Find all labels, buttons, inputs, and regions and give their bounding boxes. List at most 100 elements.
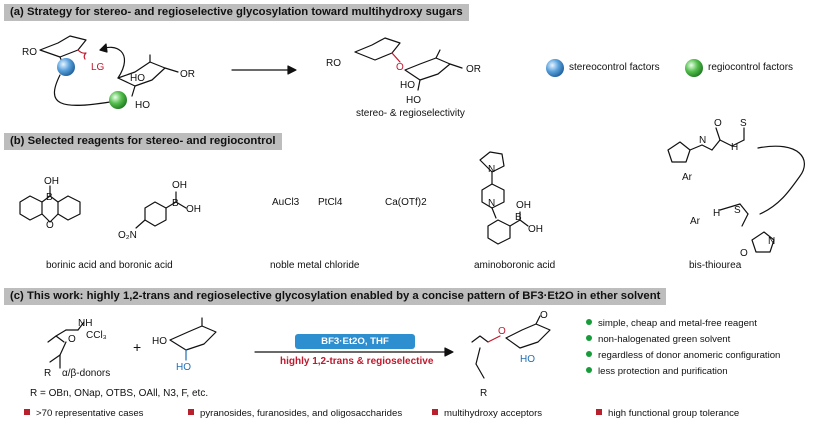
svg-text:HO: HO [130,73,145,84]
svg-text:O: O [540,310,548,321]
regio-legend-ball [685,59,703,77]
panel-a-header-text: (a) Strategy for stereo- and regioselect… [10,6,463,18]
stereo-legend-ball [546,59,564,77]
feature-text: pyranosides, furanosides, and oligosacch… [200,408,403,419]
svg-text:B: B [172,198,179,209]
svg-text:O: O [46,220,54,231]
bullet-item: regardless of donor anomeric configurati… [586,350,780,361]
svg-text:OH: OH [186,204,201,215]
stereo-ball [57,58,75,76]
svg-text:H: H [731,142,738,153]
reagent-box: BF3·Et2O, THF [295,334,415,349]
acceptor-structure-c [169,317,217,361]
svg-text:OH: OH [172,180,187,191]
donor-label: α/β-donors [62,368,111,379]
feature-text: multihydroxy acceptors [444,408,543,419]
bullet-text: less protection and purification [598,366,728,377]
svg-text:RO: RO [326,58,341,69]
stereo-legend-label: stereocontrol factors [569,62,660,73]
svg-text:HO: HO [176,362,191,373]
metal-reagent-aucl3: AuCl3 [272,197,300,208]
metal-reagent-caotf2: Ca(OTf)2 [385,197,427,208]
green-bullet-icon [586,335,592,341]
feature-item: multihydroxy acceptors [432,408,542,419]
svg-text:R: R [480,388,487,399]
bullet-text: regardless of donor anomeric configurati… [598,350,781,361]
bis-thiourea-structure [667,127,805,253]
svg-text:S: S [740,118,747,129]
svg-text:S: S [734,205,741,216]
svg-text:O₂N: O₂N [118,230,137,241]
red-square-icon [432,409,438,415]
svg-text:OR: OR [466,64,481,75]
svg-text:N: N [768,236,775,247]
bullet-text: non-halogenated green solvent [598,334,731,345]
regio-ball [109,91,127,109]
selectivity-caption: stereo- & regioselectivity [356,108,465,119]
svg-text:N: N [488,198,495,209]
label-noble-metal: noble metal chloride [270,260,360,271]
panel-c-header: (c) This work: highly 1,2-trans and regi… [4,288,667,305]
svg-text:Ar: Ar [682,172,693,183]
svg-text:N: N [488,164,495,175]
tether-curve [54,74,111,106]
svg-text:NH: NH [78,318,92,329]
feature-item: pyranosides, furanosides, and oligosacch… [188,408,402,419]
boronic-acid-structure [135,191,187,229]
borinic-acid-structure [19,185,81,223]
svg-text:B: B [515,212,522,223]
svg-text:HO: HO [135,100,150,111]
svg-text:RO: RO [22,47,37,58]
svg-text:O: O [396,62,404,73]
svg-text:HO: HO [152,336,167,347]
regio-legend-label: regiocontrol factors [708,62,794,73]
label-bis-thiourea: bis-thiourea [689,260,742,271]
svg-text:CCl₃: CCl₃ [86,330,107,341]
bullet-item: non-halogenated green solvent [586,334,730,345]
svg-text:N: N [699,135,706,146]
feature-text: high functional group tolerance [608,408,740,419]
aminoboronic-acid-structure [479,151,529,245]
red-square-icon [24,409,30,415]
panel-b-header-text: (b) Selected reagents for stereo- and re… [10,135,276,147]
svg-text:R: R [44,368,51,379]
donor-sugar-a [39,35,87,63]
svg-text:HO: HO [406,95,421,106]
svg-text:B: B [46,192,53,203]
product-structure-c [471,315,551,379]
svg-text:O: O [714,118,722,129]
green-bullet-icon [586,367,592,373]
panel-a-header: (a) Strategy for stereo- and regioselect… [4,4,469,21]
feature-item: high functional group tolerance [596,408,739,419]
svg-text:HO: HO [520,354,535,365]
svg-text:LG: LG [91,62,105,73]
red-square-icon [596,409,602,415]
svg-text:OH: OH [44,176,59,187]
svg-text:OR: OR [180,69,195,80]
product-a [354,37,463,91]
r-groups: R = OBn, ONap, OTBS, OAll, N3, F, etc. [30,388,209,399]
donor-structure-c [47,321,85,369]
red-square-icon [188,409,194,415]
svg-text:Ar: Ar [690,216,701,227]
feature-item: >70 representative cases [24,408,143,419]
bullet-item: less protection and purification [586,366,728,377]
svg-text:O: O [740,248,748,259]
green-bullet-icon [586,351,592,357]
arrow-caption: highly 1,2-trans & regioselective [280,356,434,367]
metal-reagent-ptcl4: PtCl4 [318,197,343,208]
svg-text:OH: OH [516,200,531,211]
svg-text:OH: OH [528,224,543,235]
svg-text:H: H [713,208,720,219]
svg-text:HO: HO [400,80,415,91]
acceptor-sugar-a [117,54,179,97]
svg-text:O: O [498,326,506,337]
label-aminoboronic: aminoboronic acid [474,260,556,271]
panel-b-header: (b) Selected reagents for stereo- and re… [4,133,282,150]
panel-c-header-text: (c) This work: highly 1,2-trans and regi… [10,290,661,302]
label-borinic-boronic: borinic acid and boronic acid [46,260,173,271]
bullet-item: simple, cheap and metal-free reagent [586,318,757,329]
svg-text:+: + [133,339,141,355]
svg-text:O: O [68,334,76,345]
